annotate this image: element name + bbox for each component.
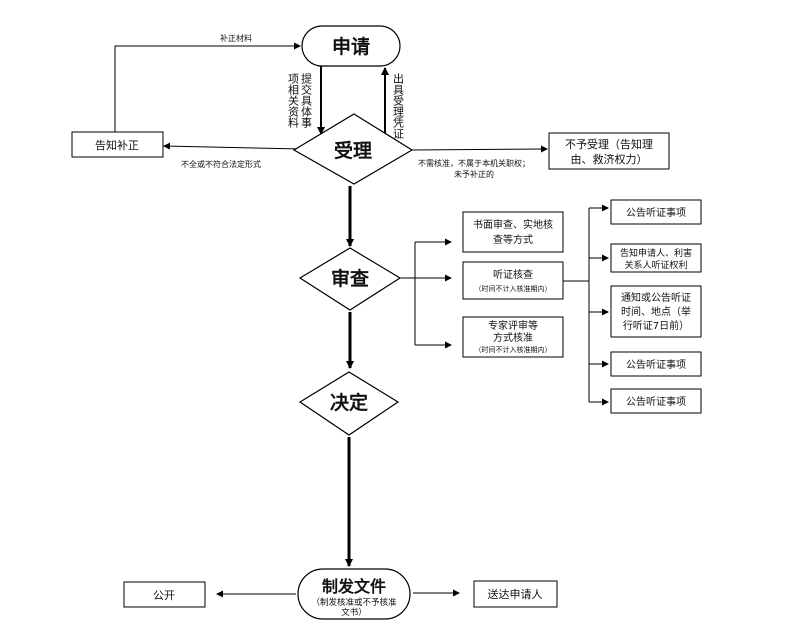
review-node: 审查 — [298, 247, 402, 311]
public-box: 公开 — [123, 581, 206, 608]
written-review-box: 书面审查、实地核 查等方式 — [462, 211, 564, 253]
apply-shape — [301, 25, 401, 67]
submit-label-col-2: 项相关资料 — [287, 73, 300, 129]
no-review-label-2: 未予补正的 — [454, 169, 494, 179]
expert-line-1: 专家评审等 — [488, 319, 538, 332]
accept-node: 受理 — [292, 113, 414, 185]
written-line-1: 书面审查、实地核 — [473, 218, 553, 231]
review-shape — [298, 247, 402, 311]
accept-label: 受理 — [334, 139, 372, 162]
notify-correct-box: 告知补正 — [71, 131, 164, 158]
decide-label: 决定 — [330, 391, 368, 414]
issue-title: 制发文件 — [322, 577, 386, 596]
expert-box: 专家评审等 方式核准 （时间不计入核准期内） — [462, 316, 564, 358]
hearing-step-3-line-1: 通知或公告听证 — [621, 291, 691, 304]
expert-line-2: 方式核准 — [493, 331, 533, 344]
submit-label: 提交具体事 项相关资料 — [287, 73, 313, 129]
hearing-step-5-label: 公告听证事项 — [626, 395, 686, 408]
deliver-box: 送达申请人 — [473, 580, 558, 608]
hearing-step-5-box: 公告听证事项 — [610, 388, 702, 414]
no-review-label-1: 不需核准，不属于本机关职权； — [418, 158, 530, 168]
hearing-step-1-label: 公告听证事项 — [626, 206, 686, 219]
supplement-arrow — [114, 42, 301, 132]
hearing-step-3-line-3: 行听证7日前） — [623, 319, 689, 332]
issue-sub-1: （制发核准或不予核准 — [311, 597, 397, 608]
hearing-step-2-line-2: 关系人听证权利 — [624, 259, 687, 271]
decide-shape — [298, 371, 400, 436]
hearing-line-2: （时间不计入核准期内） — [475, 284, 552, 293]
reject-arrow — [411, 145, 548, 153]
issue-sub-2: 文书） — [341, 607, 367, 618]
deliver-label: 送达申请人 — [488, 587, 543, 601]
reject-line-2: 由、救济权力） — [571, 152, 648, 166]
hearing-step-3-box: 通知或公告听证 时间、地点（举 行听证7日前） — [610, 285, 702, 338]
hearing-step-1-box: 公告听证事项 — [610, 199, 702, 225]
certificate-label: 出具受理凭证 — [392, 72, 405, 139]
written-line-2: 查等方式 — [493, 233, 533, 246]
hearing-line-1: 听证核查 — [493, 268, 533, 281]
review-label: 审查 — [331, 267, 370, 290]
notify-correct-label: 告知补正 — [95, 138, 139, 152]
issue-shape — [297, 568, 411, 620]
public-label: 公开 — [153, 589, 175, 602]
accept-shape — [292, 113, 414, 185]
connectors — [114, 42, 609, 598]
apply-label: 申请 — [332, 35, 370, 58]
hearing-step-4-label: 公告听证事项 — [626, 358, 686, 371]
incomplete-label: 不全或不符合法定形式 — [181, 159, 261, 169]
hearing-step-3-line-2: 时间、地点（举 — [621, 305, 691, 318]
expert-line-3: （时间不计入核准期内） — [475, 345, 552, 354]
reject-box: 不予受理（告知理 由、救济权力） — [548, 132, 670, 170]
hearing-step-4-box: 公告听证事项 — [610, 351, 702, 377]
reject-line-1: 不予受理（告知理 — [565, 137, 653, 151]
apply-node: 申请 — [301, 25, 401, 67]
hearing-step-2-line-1: 告知申请人、利害 — [620, 247, 692, 259]
issue-node: 制发文件 （制发核准或不予核准 文书） — [297, 568, 411, 620]
decide-node: 决定 — [298, 371, 400, 436]
hearing-box: 听证核查 （时间不计入核准期内） — [462, 261, 564, 300]
supplement-label: 补正材料 — [220, 33, 252, 43]
incomplete-arrow — [163, 142, 304, 150]
submit-label-col-1: 提交具体事 — [300, 73, 313, 128]
hearing-step-2-box: 告知申请人、利害 关系人听证权利 — [610, 243, 702, 273]
